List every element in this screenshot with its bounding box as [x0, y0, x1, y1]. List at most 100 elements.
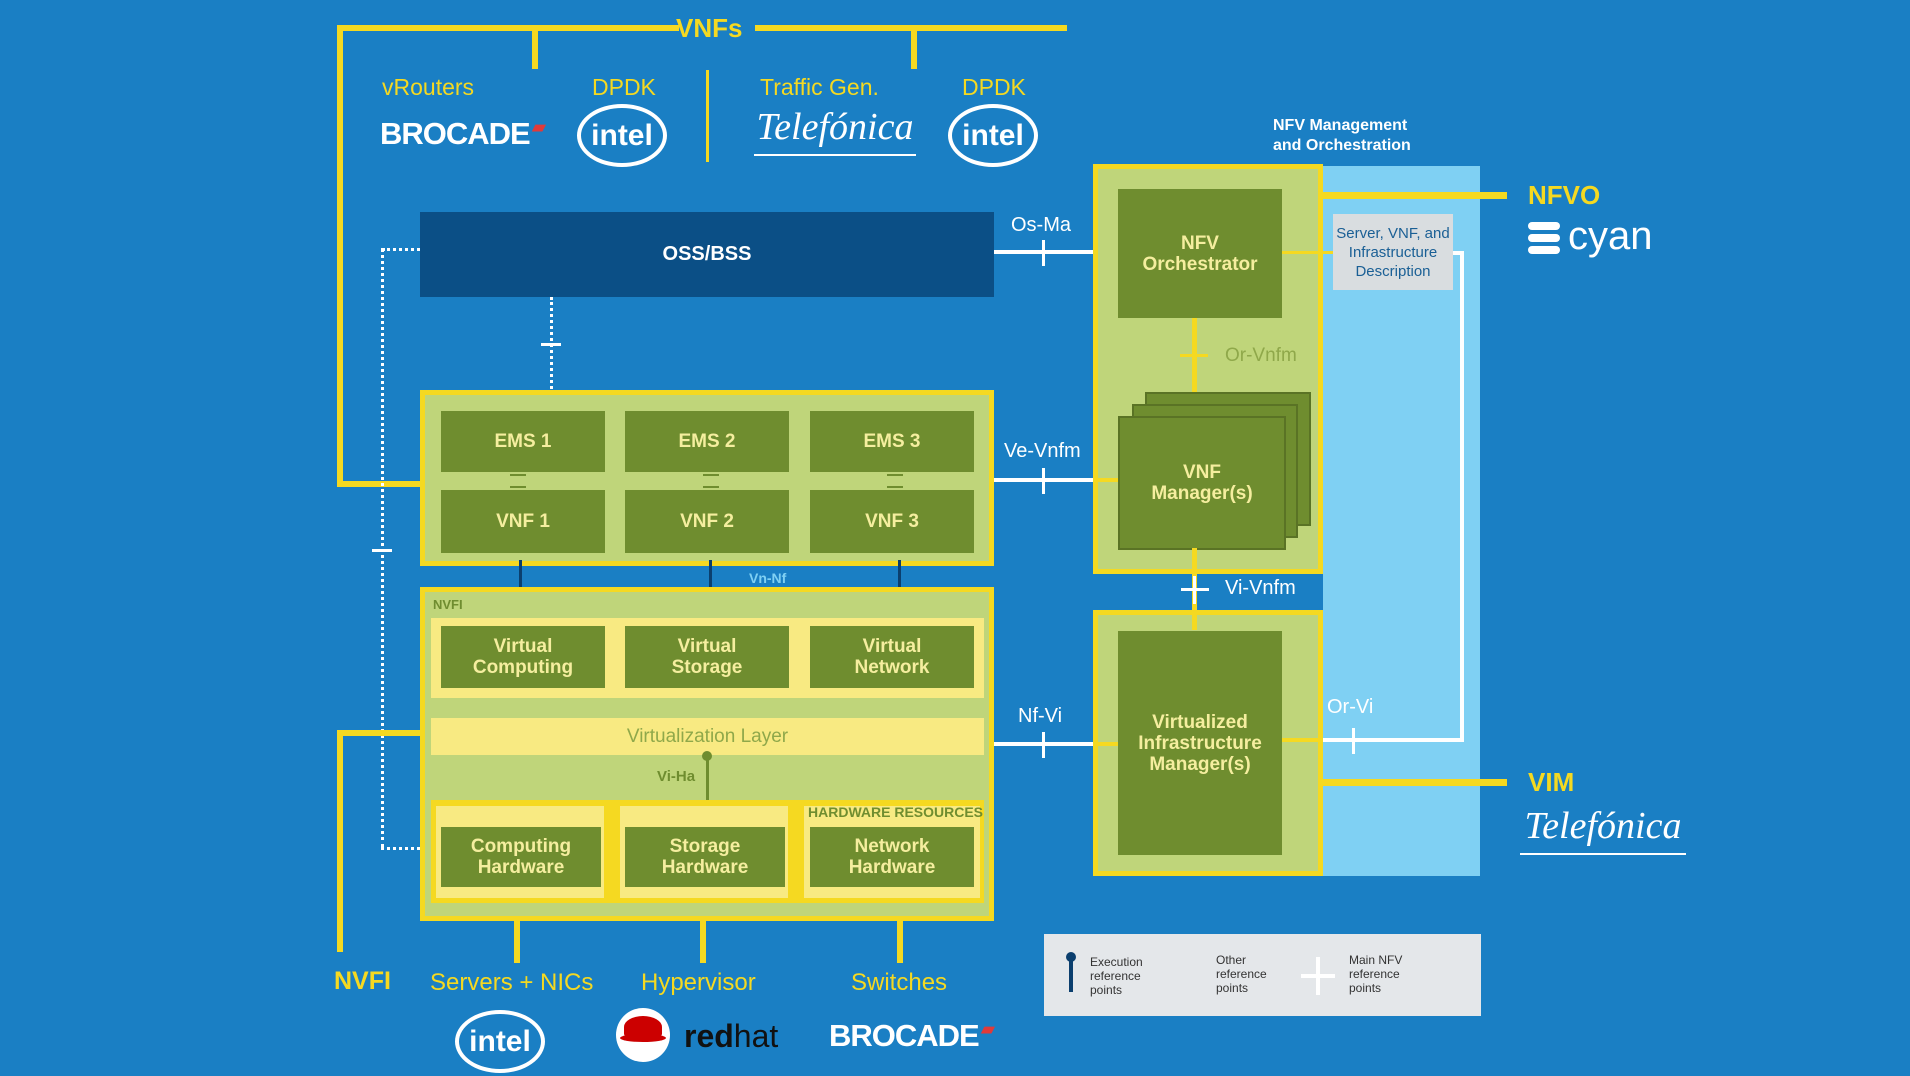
nf-vi-inner — [1098, 742, 1118, 746]
orchestrator-to-description — [1282, 251, 1333, 254]
description-to-right — [1453, 251, 1463, 255]
vnfs-separator — [706, 70, 709, 162]
redhat-wordmark: redhat — [684, 1018, 778, 1055]
virtualization-layer: Virtualization Layer — [431, 718, 984, 755]
cyan-logo-mark-3 — [1528, 246, 1560, 254]
or-vi-tick — [1352, 728, 1355, 754]
switches-label: Switches — [851, 969, 948, 996]
os-ma-label: Os-Ma — [1011, 214, 1071, 236]
legend-execution-dot — [1066, 952, 1076, 962]
cyan-logo-mark — [1528, 222, 1560, 230]
virtual-computing-box: Virtual Computing — [441, 626, 605, 688]
vnf-3-box: VNF 3 — [810, 490, 974, 553]
redhat-word-red: red — [684, 1018, 734, 1054]
legend-main-icon-h — [1301, 974, 1335, 978]
nvfi-left-horizontal — [337, 730, 420, 736]
nvfi-bottom-label: NVFI — [334, 967, 391, 995]
telefonica-logo-top: Telefónica — [754, 104, 916, 156]
ems-2-box: EMS 2 — [625, 411, 789, 472]
vnfs-drop-right — [911, 25, 917, 69]
redhat-brim — [620, 1034, 666, 1042]
dotted-left-top — [382, 248, 420, 251]
oss-bss-label: OSS/BSS — [662, 243, 752, 265]
or-vnfm-label: Or-Vnfm — [1225, 345, 1297, 366]
or-vnfm-line — [1192, 318, 1197, 420]
hypervisor-label: Hypervisor — [641, 969, 756, 996]
vnfs-left-to-ems — [337, 481, 423, 487]
dotted-left-bottom — [381, 847, 426, 850]
computing-hardware-box: Computing Hardware — [441, 827, 601, 887]
vnfs-bracket-left — [337, 25, 679, 31]
intel-logo-top-2: intel — [948, 104, 1038, 167]
network-hardware-box: Network Hardware — [810, 827, 974, 887]
vi-ha-line — [706, 756, 709, 802]
servers-drop — [514, 921, 520, 963]
legend-execution-icon — [1069, 956, 1073, 992]
nfvo-connector — [1323, 192, 1507, 199]
intel-logo-bottom: intel — [455, 1010, 545, 1073]
or-vnfm-tick — [1180, 354, 1208, 357]
vi-vnfm-tick-v — [1193, 576, 1196, 604]
or-vi-label: Or-Vi — [1327, 696, 1374, 718]
nvfi-left-vertical — [337, 730, 343, 952]
mano-title: NFV Management and Orchestration — [1273, 116, 1411, 156]
vn-nf-line-2 — [709, 560, 712, 588]
vrouters-label: vRouters — [382, 74, 475, 100]
ems-vnf-link-3 — [887, 474, 903, 488]
redhat-logo: redhat — [614, 1006, 794, 1066]
legend-main-label: Main NFV reference points — [1349, 953, 1403, 995]
dpdk-label-1: DPDK — [592, 74, 656, 100]
ve-vnfm-tick — [1042, 468, 1045, 494]
ems-1-box: EMS 1 — [441, 411, 605, 472]
ems-3-box: EMS 3 — [810, 411, 974, 472]
mano-title-line2: and Orchestration — [1273, 137, 1411, 154]
vn-nf-line-1 — [519, 560, 522, 588]
nfv-orchestrator-box: NFV Orchestrator — [1118, 189, 1282, 318]
intel-logo-top-1: intel — [577, 104, 667, 167]
cyan-logo-mark-2 — [1528, 234, 1560, 242]
ems-vnf-link-2 — [703, 474, 719, 488]
redhat-word-hat: hat — [733, 1018, 779, 1054]
ve-vnfm-inner — [1098, 478, 1118, 482]
cyan-logo: cyan — [1528, 214, 1688, 258]
brocade-logo-bottom: BROCADE▰ — [829, 1018, 995, 1053]
dotted-left-vertical — [381, 248, 384, 848]
dpdk-label-2: DPDK — [962, 74, 1026, 100]
mano-title-line1: NFV Management — [1273, 117, 1408, 134]
virtual-storage-box: Virtual Storage — [625, 626, 789, 688]
redhat-hat-shape — [624, 1016, 662, 1038]
legend-other-label: Other reference points — [1216, 953, 1267, 995]
virtualization-layer-label: Virtualization Layer — [626, 725, 789, 747]
vi-vnfm-label: Vi-Vnfm — [1225, 577, 1296, 599]
nf-vi-tick — [1042, 732, 1045, 758]
brocade-logo-top: BROCADE▰ — [380, 116, 546, 151]
ems-vnf-link-1 — [510, 474, 526, 488]
ve-vnfm-label: Ve-Vnfm — [1004, 440, 1081, 462]
mano-dark-gap — [1093, 573, 1323, 611]
vnf-2-box: VNF 2 — [625, 490, 789, 553]
traffic-gen-label: Traffic Gen. — [760, 74, 879, 100]
hardware-resources-label: HARDWARE RESOURCES — [808, 804, 984, 820]
vn-nf-line-3 — [898, 560, 901, 588]
vnfs-left-vertical — [337, 25, 343, 487]
description-label: Server, VNF, and Infrastructure Descript… — [1336, 224, 1450, 280]
vnf-1-box: VNF 1 — [441, 490, 605, 553]
vim-label: VIM — [1528, 767, 1575, 797]
vnf-manager-box: VNF Manager(s) — [1118, 416, 1286, 550]
virtual-network-box: Virtual Network — [810, 626, 974, 688]
vim-connector — [1323, 779, 1507, 786]
vim-box: Virtualized Infrastructure Manager(s) — [1118, 631, 1282, 855]
legend-box — [1044, 934, 1481, 1016]
or-vi-vertical — [1460, 251, 1464, 742]
servers-nics-label: Servers + NICs — [430, 969, 594, 996]
dotted-left-tick — [372, 549, 392, 552]
vim-to-or-vi — [1282, 738, 1323, 742]
switches-drop — [897, 921, 903, 963]
oss-bss-box: OSS/BSS — [420, 212, 994, 297]
telefonica-logo-right: Telefónica — [1520, 803, 1686, 855]
hypervisor-drop — [700, 921, 706, 963]
or-vi-horizontal — [1323, 738, 1464, 742]
vn-nf-label: Vn-Nf — [749, 570, 787, 586]
vnfs-label: VNFs — [676, 13, 743, 43]
cyan-wordmark: cyan — [1568, 214, 1653, 258]
